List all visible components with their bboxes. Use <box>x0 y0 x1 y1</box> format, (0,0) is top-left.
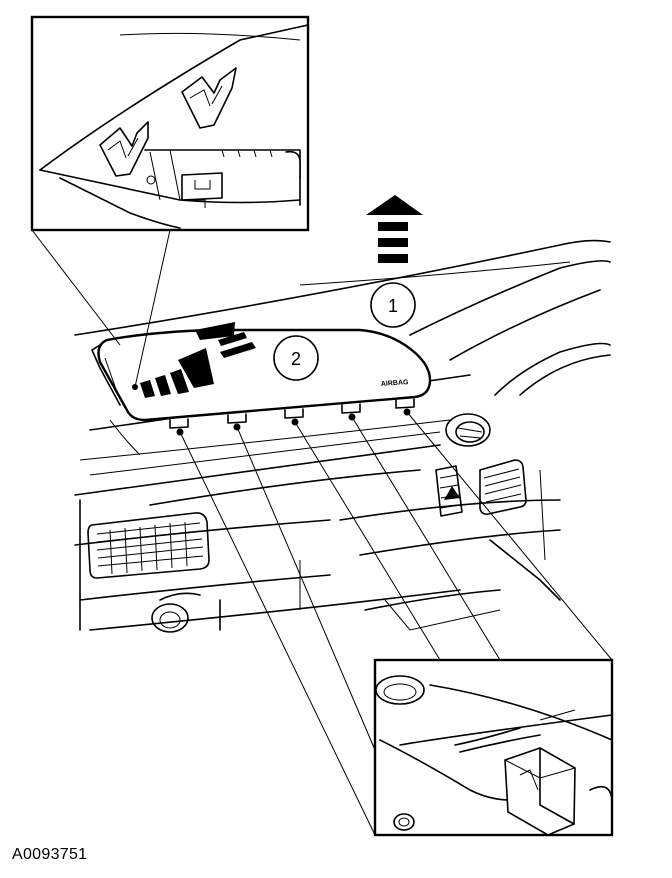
top-detail-inset <box>30 15 310 232</box>
leader-lines <box>31 229 613 836</box>
center-air-vent <box>87 512 210 579</box>
callout-2: 2 <box>273 335 319 381</box>
callout-1-label: 1 <box>388 296 398 316</box>
callout-2-label: 2 <box>291 349 301 369</box>
control-knob <box>151 592 201 633</box>
bottom-detail-inset <box>373 658 614 837</box>
lift-direction-arrow <box>366 195 423 263</box>
airbag-door-panel: AIRBAG <box>91 322 432 429</box>
side-air-vent <box>435 413 527 517</box>
retaining-clips <box>169 398 415 429</box>
removal-direction-arrows <box>140 322 256 398</box>
panel-marking: AIRBAG <box>381 379 410 388</box>
callout-1: 1 <box>370 282 416 328</box>
figure-id: A0093751 <box>12 846 88 863</box>
dashboard-outline <box>74 239 611 631</box>
